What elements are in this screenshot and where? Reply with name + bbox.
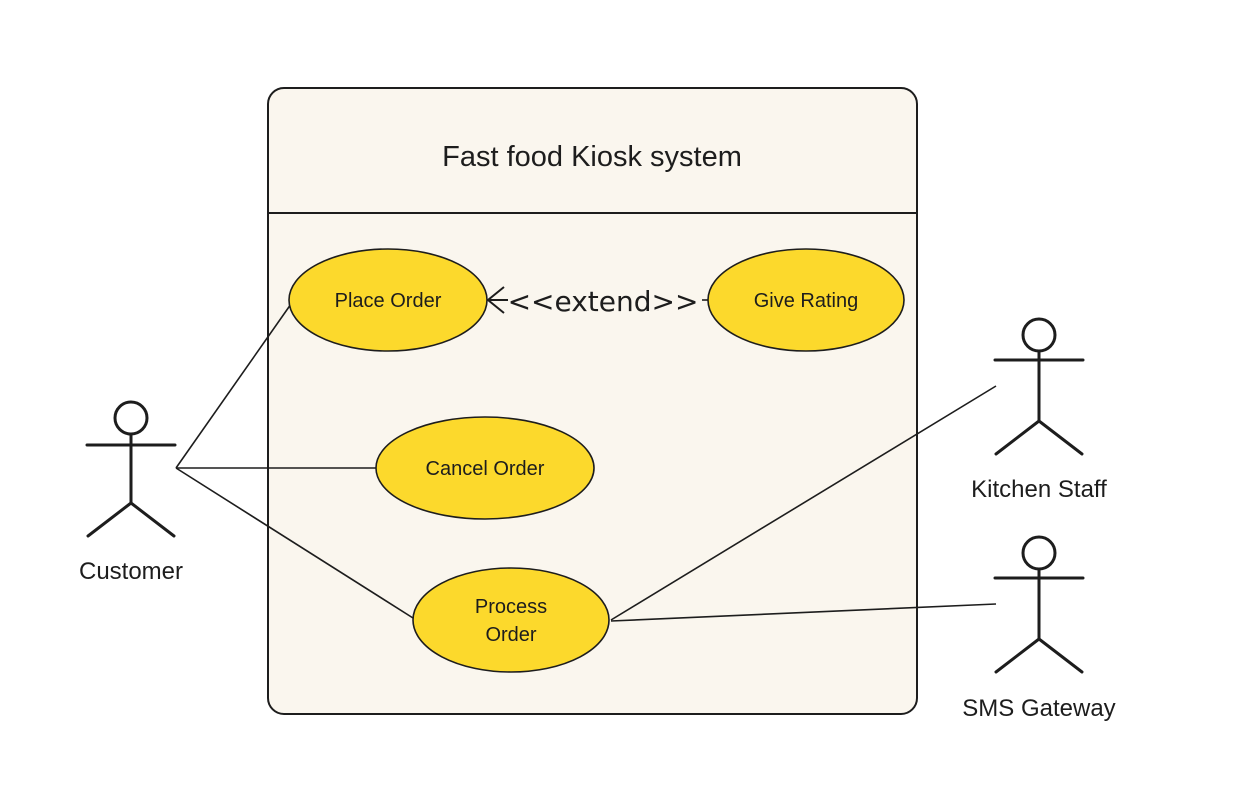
use-case-ellipse: [707, 248, 905, 352]
extend-stereotype-label: <<extend>>: [508, 285, 699, 318]
actor-kitchen-staff[interactable]: Kitchen Staff: [971, 317, 1107, 503]
actor-customer[interactable]: Customer: [79, 400, 183, 585]
use-case-give-rating[interactable]: Give Rating: [707, 248, 905, 352]
use-case-label: Give Rating: [754, 290, 859, 312]
assoc-customer-place-order[interactable]: [175, 303, 292, 469]
actor-label: Kitchen Staff: [971, 476, 1107, 503]
use-case-cancel-order[interactable]: Cancel Order: [375, 416, 595, 520]
system-title: Fast food Kiosk system: [442, 141, 742, 173]
assoc-customer-process-order[interactable]: [175, 467, 414, 619]
stick-figure-icon: [993, 535, 1085, 674]
associations: [175, 303, 997, 622]
use-case-label-line-2: Order: [485, 624, 536, 646]
system-boundary[interactable]: Fast food Kiosk system: [267, 87, 918, 715]
use-case-label: Cancel Order: [426, 458, 545, 480]
assoc-sms-gateway-process-order[interactable]: [610, 603, 997, 622]
actor-label: SMS Gateway: [962, 695, 1115, 722]
system-box: [267, 87, 918, 715]
use-case-label: Place Order: [335, 290, 442, 312]
use-case-label-line-1: Process: [475, 596, 547, 618]
assoc-kitchen-staff-process-order[interactable]: [610, 385, 997, 621]
stick-figure-icon: [85, 400, 177, 538]
use-case-process-order[interactable]: Process Order: [412, 567, 610, 673]
stick-figure-icon: [993, 317, 1085, 456]
extend-relationship[interactable]: [486, 286, 708, 314]
use-case-place-order[interactable]: Place Order: [288, 248, 488, 352]
actor-sms-gateway[interactable]: SMS Gateway: [962, 535, 1116, 722]
actor-label: Customer: [79, 558, 183, 585]
use-case-ellipse: [288, 248, 488, 352]
use-case-ellipse: [412, 567, 610, 673]
use-case-ellipse: [375, 416, 595, 520]
